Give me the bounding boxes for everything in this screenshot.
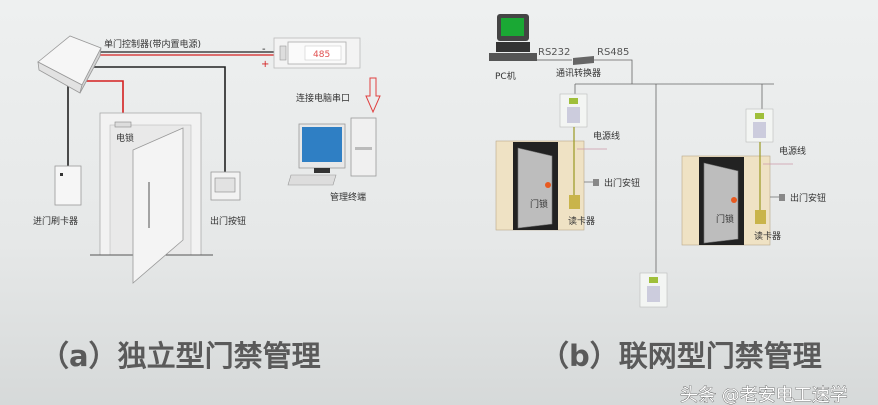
bus-line [594, 59, 633, 84]
controller-icon [745, 108, 774, 143]
power-line-label: 电源线 [779, 145, 806, 157]
red-wire-lock [86, 80, 124, 122]
converter-label: 485 [313, 50, 330, 60]
card-reader-icon [755, 210, 766, 224]
minus-sign: - [262, 44, 266, 55]
door-lock-label: 门锁 [716, 213, 734, 225]
caption-networked: （b）联网型门禁管理 [540, 339, 822, 373]
door-lock-label: 门锁 [530, 198, 548, 210]
entry-card-reader [54, 165, 82, 206]
controller-icon [639, 272, 668, 308]
watermark: 头条 @老安电工速学 [680, 385, 848, 405]
exit-button-icon [593, 179, 599, 186]
card-reader-label: 读卡器 [568, 215, 595, 227]
door-unit-2: 电源线 出门安钮 门锁 读卡器 [681, 108, 826, 246]
networked-diagram: PC机 RS232 RS485 通讯转换器 [489, 14, 826, 308]
exit-button-icon [779, 194, 785, 201]
exit-button [210, 171, 241, 201]
exit-button-label: 出门安钮 [790, 192, 826, 204]
controller-box [37, 35, 102, 94]
exit-button-label: 出门按钮 [210, 215, 246, 227]
rs232-label: RS232 [538, 47, 570, 58]
card-reader-label: 读卡器 [754, 230, 781, 242]
power-line-label: 电源线 [593, 130, 620, 142]
converter-label: 通讯转换器 [556, 67, 601, 79]
entry-reader-label: 进门刷卡器 [33, 215, 78, 227]
exit-button-label: 出门安钮 [604, 177, 640, 189]
controller-icon [559, 93, 588, 128]
electric-lock-icon [114, 121, 132, 128]
management-computer [287, 117, 377, 186]
pc-icon [489, 14, 537, 61]
lock-label: 电锁 [116, 132, 134, 144]
down-arrow-icon [365, 77, 381, 114]
pc-label: PC机 [495, 70, 516, 82]
rs485-converter [273, 37, 361, 69]
serial-port-label: 连接电脑串口 [296, 92, 350, 104]
caption-standalone: （a）独立型门禁管理 [40, 339, 321, 373]
door [90, 112, 213, 284]
card-reader-icon [569, 195, 580, 209]
controller-label: 单门控制器(带内置电源) [104, 38, 201, 50]
plus-sign: + [261, 59, 269, 70]
communication-converter-icon [573, 56, 594, 65]
black-wire-exit-button [93, 66, 226, 172]
terminal-label: 管理终端 [330, 191, 366, 203]
rs485-label: RS485 [597, 47, 629, 58]
door-unit-1: 电源线 出门安钮 门锁 读卡器 [495, 93, 640, 231]
standalone-diagram: 单门控制器(带内置电源) 485 - + 连接电脑串口 管理终端 [33, 35, 381, 284]
